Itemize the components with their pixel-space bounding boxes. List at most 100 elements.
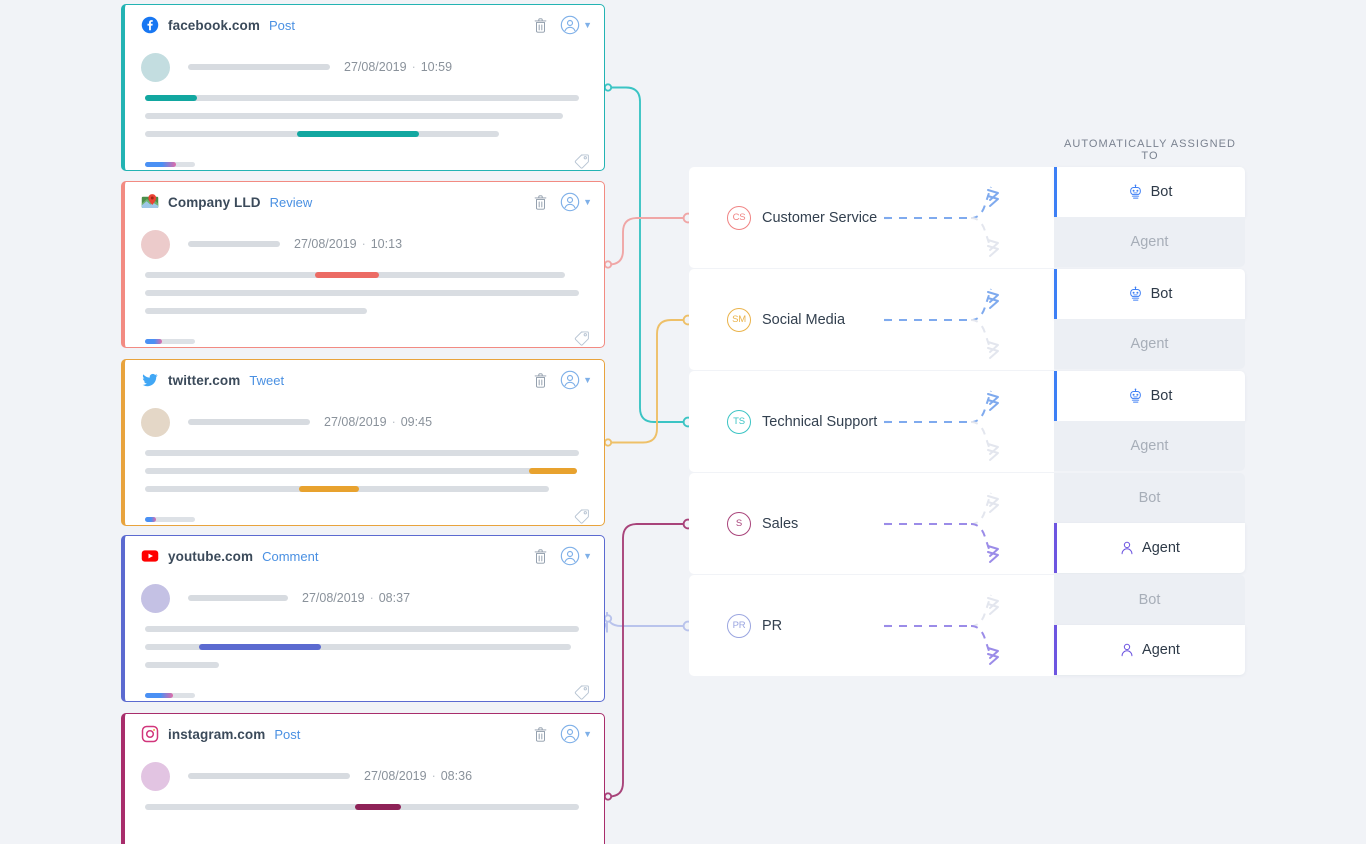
card-author-row: 27/08/2019·08:37: [125, 576, 604, 620]
routing-arrows: [884, 594, 999, 665]
card-footer: [125, 680, 604, 701]
delete-button[interactable]: [533, 17, 548, 34]
department-row[interactable]: S Sales Bot Agent: [689, 473, 1245, 574]
assigned-to-header: AUTOMATICALLY ASSIGNED TO: [1063, 138, 1237, 162]
tag-icon[interactable]: [573, 330, 590, 347]
tag-icon[interactable]: [573, 508, 590, 525]
bot-icon: [1127, 183, 1144, 201]
delete-button[interactable]: [533, 726, 548, 743]
assign-agent-label: Agent: [1130, 438, 1169, 454]
assign-bot-option[interactable]: Bot: [1054, 473, 1245, 523]
sentiment-meter-fill: [145, 516, 156, 522]
card-post-type[interactable]: Tweet: [249, 372, 285, 388]
delete-button[interactable]: [533, 548, 548, 565]
mention-card[interactable]: instagram.com Post ▼ 27/08/2019·08:36: [121, 713, 605, 844]
card-date: 27/08/2019: [294, 237, 357, 251]
card-site-name: instagram.com: [168, 726, 266, 742]
trash-glyph: [534, 548, 547, 564]
card-date: 27/08/2019: [344, 60, 407, 74]
bot-icon: [1127, 387, 1144, 405]
text-placeholder-line: [145, 626, 579, 632]
assign-agent-option[interactable]: Agent: [1054, 421, 1245, 471]
department-info: SM Social Media: [689, 269, 1054, 370]
assign-bot-option[interactable]: Bot: [1054, 167, 1245, 217]
delete-button[interactable]: [533, 372, 548, 389]
connector-source-dot: [603, 83, 613, 92]
assign-bot-option[interactable]: Bot: [1054, 269, 1245, 319]
card-header: twitter.com Tweet ▼: [125, 360, 604, 400]
tag-icon[interactable]: [573, 684, 590, 701]
text-placeholder-line: [145, 113, 563, 119]
delete-button[interactable]: [533, 194, 548, 211]
connector-source-dot: [603, 260, 613, 269]
avatar: [141, 761, 170, 791]
avatar: [141, 583, 170, 613]
mention-card[interactable]: Company LLD Review ▼ 27/08/2019·10:13: [121, 181, 605, 348]
card-author-row: 27/08/2019·10:13: [125, 222, 604, 266]
departments-panel: CS Customer Service Bot Agent SM S: [689, 167, 1245, 677]
card-timestamp: 27/08/2019·09:45: [324, 415, 432, 429]
assign-agent-option[interactable]: Agent: [1054, 523, 1245, 573]
connector-path: [611, 86, 683, 423]
card-timestamp: 27/08/2019·08:37: [302, 591, 410, 605]
department-name: PR: [762, 617, 783, 634]
card-time: 10:59: [420, 60, 453, 74]
card-author-row: 27/08/2019·08:36: [125, 754, 604, 798]
mention-card[interactable]: facebook.com Post ▼ 27/08/2019·10:59: [121, 4, 605, 171]
department-row[interactable]: SM Social Media Bot Agent: [689, 269, 1245, 370]
card-post-type[interactable]: Post: [268, 17, 295, 33]
department-info: CS Customer Service: [689, 167, 1054, 268]
card-timestamp: 27/08/2019·10:13: [294, 237, 402, 251]
card-body: [125, 620, 604, 668]
assign-user-button[interactable]: ▼: [560, 546, 592, 566]
routing-arrows: [884, 492, 999, 563]
assign-user-button[interactable]: ▼: [560, 724, 592, 744]
department-info: PR PR: [689, 575, 1054, 676]
connector-path: [608, 217, 683, 266]
chevron-down-icon: ▼: [583, 374, 592, 385]
department-badge: PR: [727, 613, 751, 638]
assign-user-button[interactable]: ▼: [560, 192, 592, 212]
mention-card[interactable]: youtube.com Comment ▼ 27/08/2019·08:37: [121, 535, 605, 702]
department-name: Sales: [762, 515, 799, 532]
card-post-type[interactable]: Review: [269, 194, 313, 210]
tag-icon[interactable]: [573, 153, 590, 170]
author-name-placeholder: [188, 773, 350, 779]
card-body: [125, 798, 604, 810]
card-header: Company LLD Review ▼: [125, 182, 604, 222]
card-post-type[interactable]: Comment: [262, 548, 319, 564]
card-post-type[interactable]: Post: [274, 726, 301, 742]
card-time: 08:36: [440, 769, 473, 783]
agent-icon: [1119, 642, 1135, 658]
assign-bot-label: Bot: [1138, 592, 1161, 608]
assign-bot-label: Bot: [1150, 184, 1173, 200]
department-info: S Sales: [689, 473, 1054, 574]
author-name-placeholder: [188, 595, 288, 601]
keyword-highlight: [145, 95, 197, 101]
date-separator: ·: [361, 237, 366, 251]
card-footer: [125, 149, 604, 170]
assign-agent-option[interactable]: Agent: [1054, 625, 1245, 675]
text-placeholder-line: [145, 804, 579, 810]
department-row[interactable]: PR PR Bot Agent: [689, 575, 1245, 676]
assign-bot-option[interactable]: Bot: [1054, 575, 1245, 625]
keyword-highlight: [297, 131, 419, 137]
assign-user-button[interactable]: ▼: [560, 15, 592, 35]
assign-agent-label: Agent: [1142, 540, 1180, 556]
assign-agent-option[interactable]: Agent: [1054, 217, 1245, 267]
department-name: Social Media: [762, 311, 846, 328]
avatar: [141, 229, 170, 259]
card-timestamp: 27/08/2019·08:36: [364, 769, 472, 783]
connector-source-dot: [603, 614, 613, 623]
routing-arrows: [884, 288, 999, 359]
department-row[interactable]: TS Technical Support Bot Agent: [689, 371, 1245, 472]
mention-card[interactable]: twitter.com Tweet ▼ 27/08/2019·09:45: [121, 359, 605, 526]
assign-agent-option[interactable]: Agent: [1054, 319, 1245, 369]
facebook-icon: [141, 16, 159, 34]
assign-user-button[interactable]: ▼: [560, 370, 592, 390]
assign-bot-option[interactable]: Bot: [1054, 371, 1245, 421]
department-row[interactable]: CS Customer Service Bot Agent: [689, 167, 1245, 268]
text-placeholder-line: [145, 95, 579, 101]
text-placeholder-line: [145, 272, 565, 278]
